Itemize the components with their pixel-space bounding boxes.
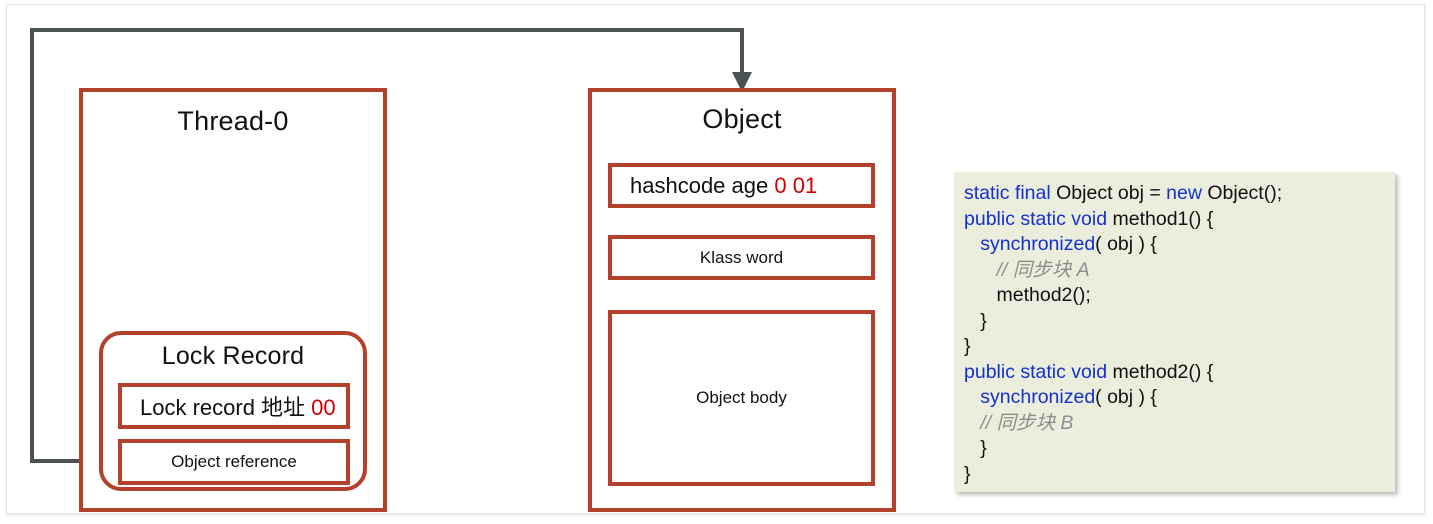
code-line-11: } — [964, 437, 987, 459]
object-body-label: Object body — [696, 388, 787, 407]
object-markword-label: hashcode age 0 01 — [630, 172, 818, 198]
code-line-1: static final Object obj = new Object(); — [964, 182, 1283, 204]
object-klassword-cell: Klass word — [608, 235, 875, 280]
code-line-7: } — [964, 335, 971, 357]
code-line-10: // 同步块 B — [980, 411, 1074, 434]
code-line-6: } — [964, 309, 987, 332]
code-lines: static final Object obj = new Object(); p… — [964, 181, 1395, 487]
object-markword-cell: hashcode age 0 01 — [608, 163, 875, 208]
code-line-2: public static void method1() { — [964, 207, 1214, 230]
object-reference-cell: Object reference — [118, 439, 350, 485]
object-reference-label: Object reference — [171, 452, 297, 471]
lock-record-address-value: 00 — [311, 395, 336, 420]
code-snippet-panel: static final Object obj = new Object(); p… — [954, 172, 1395, 492]
code-line-3: synchronized( obj ) { — [980, 233, 1157, 255]
lock-record-address-cell: Lock record 地址 00 — [118, 383, 350, 429]
object-body-cell: Object body — [608, 310, 875, 486]
object-klassword-label: Klass word — [699, 247, 784, 267]
object-markword-value: 0 01 — [774, 172, 818, 198]
thread-title: Thread-0 — [177, 106, 289, 136]
code-line-9: synchronized( obj ) { — [980, 386, 1157, 408]
code-line-4: // 同步块 A — [996, 258, 1090, 281]
object-title: Object — [702, 104, 782, 134]
code-line-5: method2(); — [964, 284, 1091, 306]
lock-record-address-label: Lock record 地址 00 — [140, 395, 336, 420]
code-line-12: } — [964, 462, 971, 485]
object-reference-to-object-arrow — [30, 28, 752, 463]
lock-record-title: Lock Record — [161, 342, 305, 370]
code-line-8: public static void method2() { — [964, 360, 1214, 383]
